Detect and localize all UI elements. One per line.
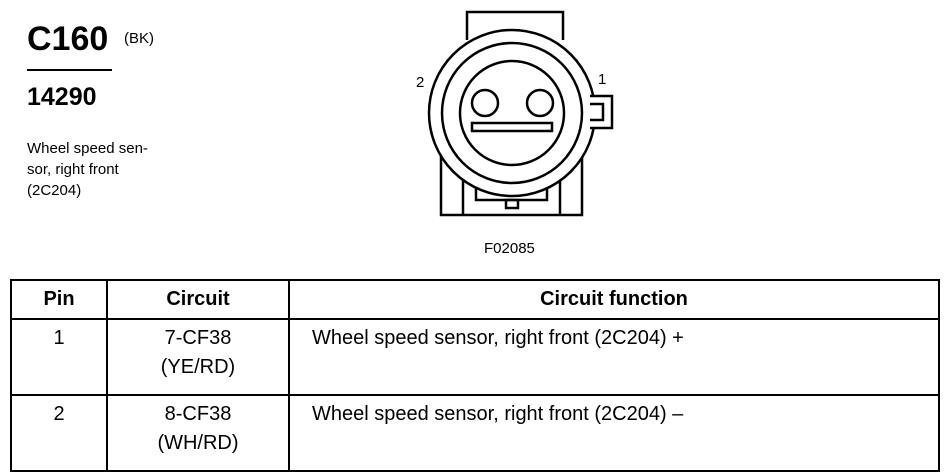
wire-color: (YE/RD) [160,356,236,378]
function-cell: Wheel speed sensor, right front (2C204) … [288,394,940,472]
connector-id: C160 [27,20,109,58]
circuit-cell: 7-CF38 (YE/RD) [106,318,290,396]
connector-outer-ring [427,28,597,198]
function-cell: Wheel speed sensor, right front (2C204) … [288,318,940,396]
circuit-number: 8-CF38 [164,403,232,425]
locking-tab [590,94,614,130]
connector-description: Wheel speed sen- sor, right front (2C204… [27,138,187,201]
table-row: 1 7-CF38 (YE/RD) Wheel speed sensor, rig… [10,318,940,396]
title-divider [27,69,112,71]
table-header-row: Pin Circuit Circuit function [10,279,940,320]
pin-label-2: 2 [416,74,425,91]
figure-id: F02085 [484,240,535,257]
connector-base [439,155,584,217]
pin-cell: 2 [10,394,108,472]
part-number: 14290 [27,83,97,111]
table-row: 2 8-CF38 (WH/RD) Wheel speed sensor, rig… [10,394,940,472]
header-pin: Pin [10,279,108,320]
key-slot [470,121,554,133]
connector-inner-ring [440,41,584,185]
circuit-number: 7-CF38 [164,327,232,349]
pin-2-cavity [470,88,500,118]
connector-color-code: (BK) [124,30,154,47]
pin-table: Pin Circuit Circuit function 1 7-CF38 (Y… [10,279,940,472]
description-line-2: sor, right front [27,161,119,178]
description-line-3: (2C204) [27,182,82,199]
pin-label-1: 1 [598,71,607,88]
pin-cell: 1 [10,318,108,396]
description-line-1: Wheel speed sen- [27,140,148,157]
circuit-cell: 8-CF38 (WH/RD) [106,394,290,472]
header-circuit-function: Circuit function [288,279,940,320]
connector-face-diagram [427,10,614,217]
pin-1-cavity [525,88,555,118]
connector-face [458,59,566,167]
wire-color: (WH/RD) [157,432,239,454]
header-circuit: Circuit [106,279,290,320]
connector-housing [465,10,565,40]
